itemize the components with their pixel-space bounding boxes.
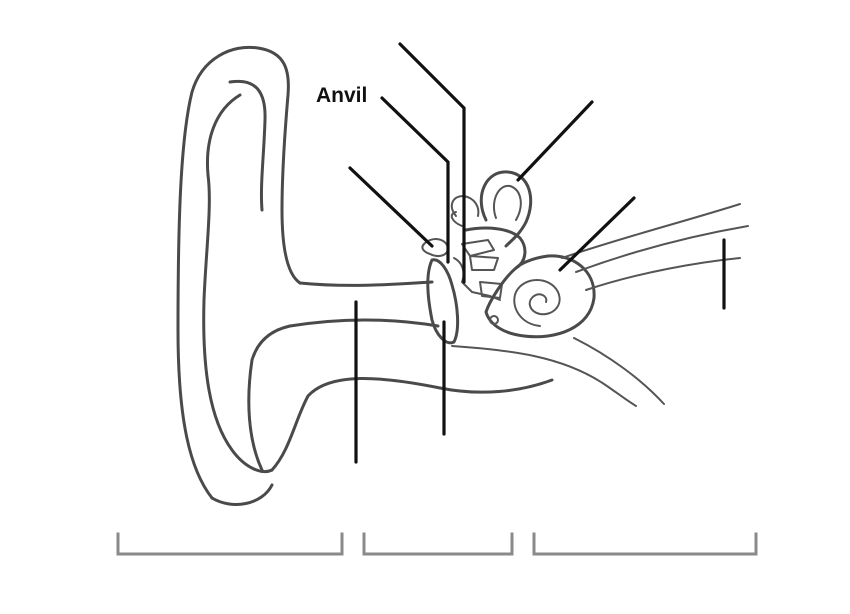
bracket-outer-ear	[116, 532, 344, 556]
leader-line-cochlea	[558, 196, 636, 272]
leader-line-anvil	[380, 96, 450, 264]
leader-line-stirrup	[398, 42, 466, 284]
bracket-middle-ear	[362, 532, 514, 556]
bracket-inner-ear	[532, 532, 758, 556]
middle-ear	[421, 238, 503, 345]
leader-line-hammer	[348, 166, 434, 248]
leader-line-semicircular-canals	[516, 100, 594, 182]
inner-ear	[450, 170, 596, 339]
leader-lines	[348, 42, 726, 464]
section-brackets	[116, 532, 758, 556]
ear-canal	[270, 280, 554, 472]
label-anvil: Anvil	[316, 84, 367, 107]
auditory-nerve	[451, 203, 749, 407]
outer-ear-pinna	[176, 45, 302, 506]
